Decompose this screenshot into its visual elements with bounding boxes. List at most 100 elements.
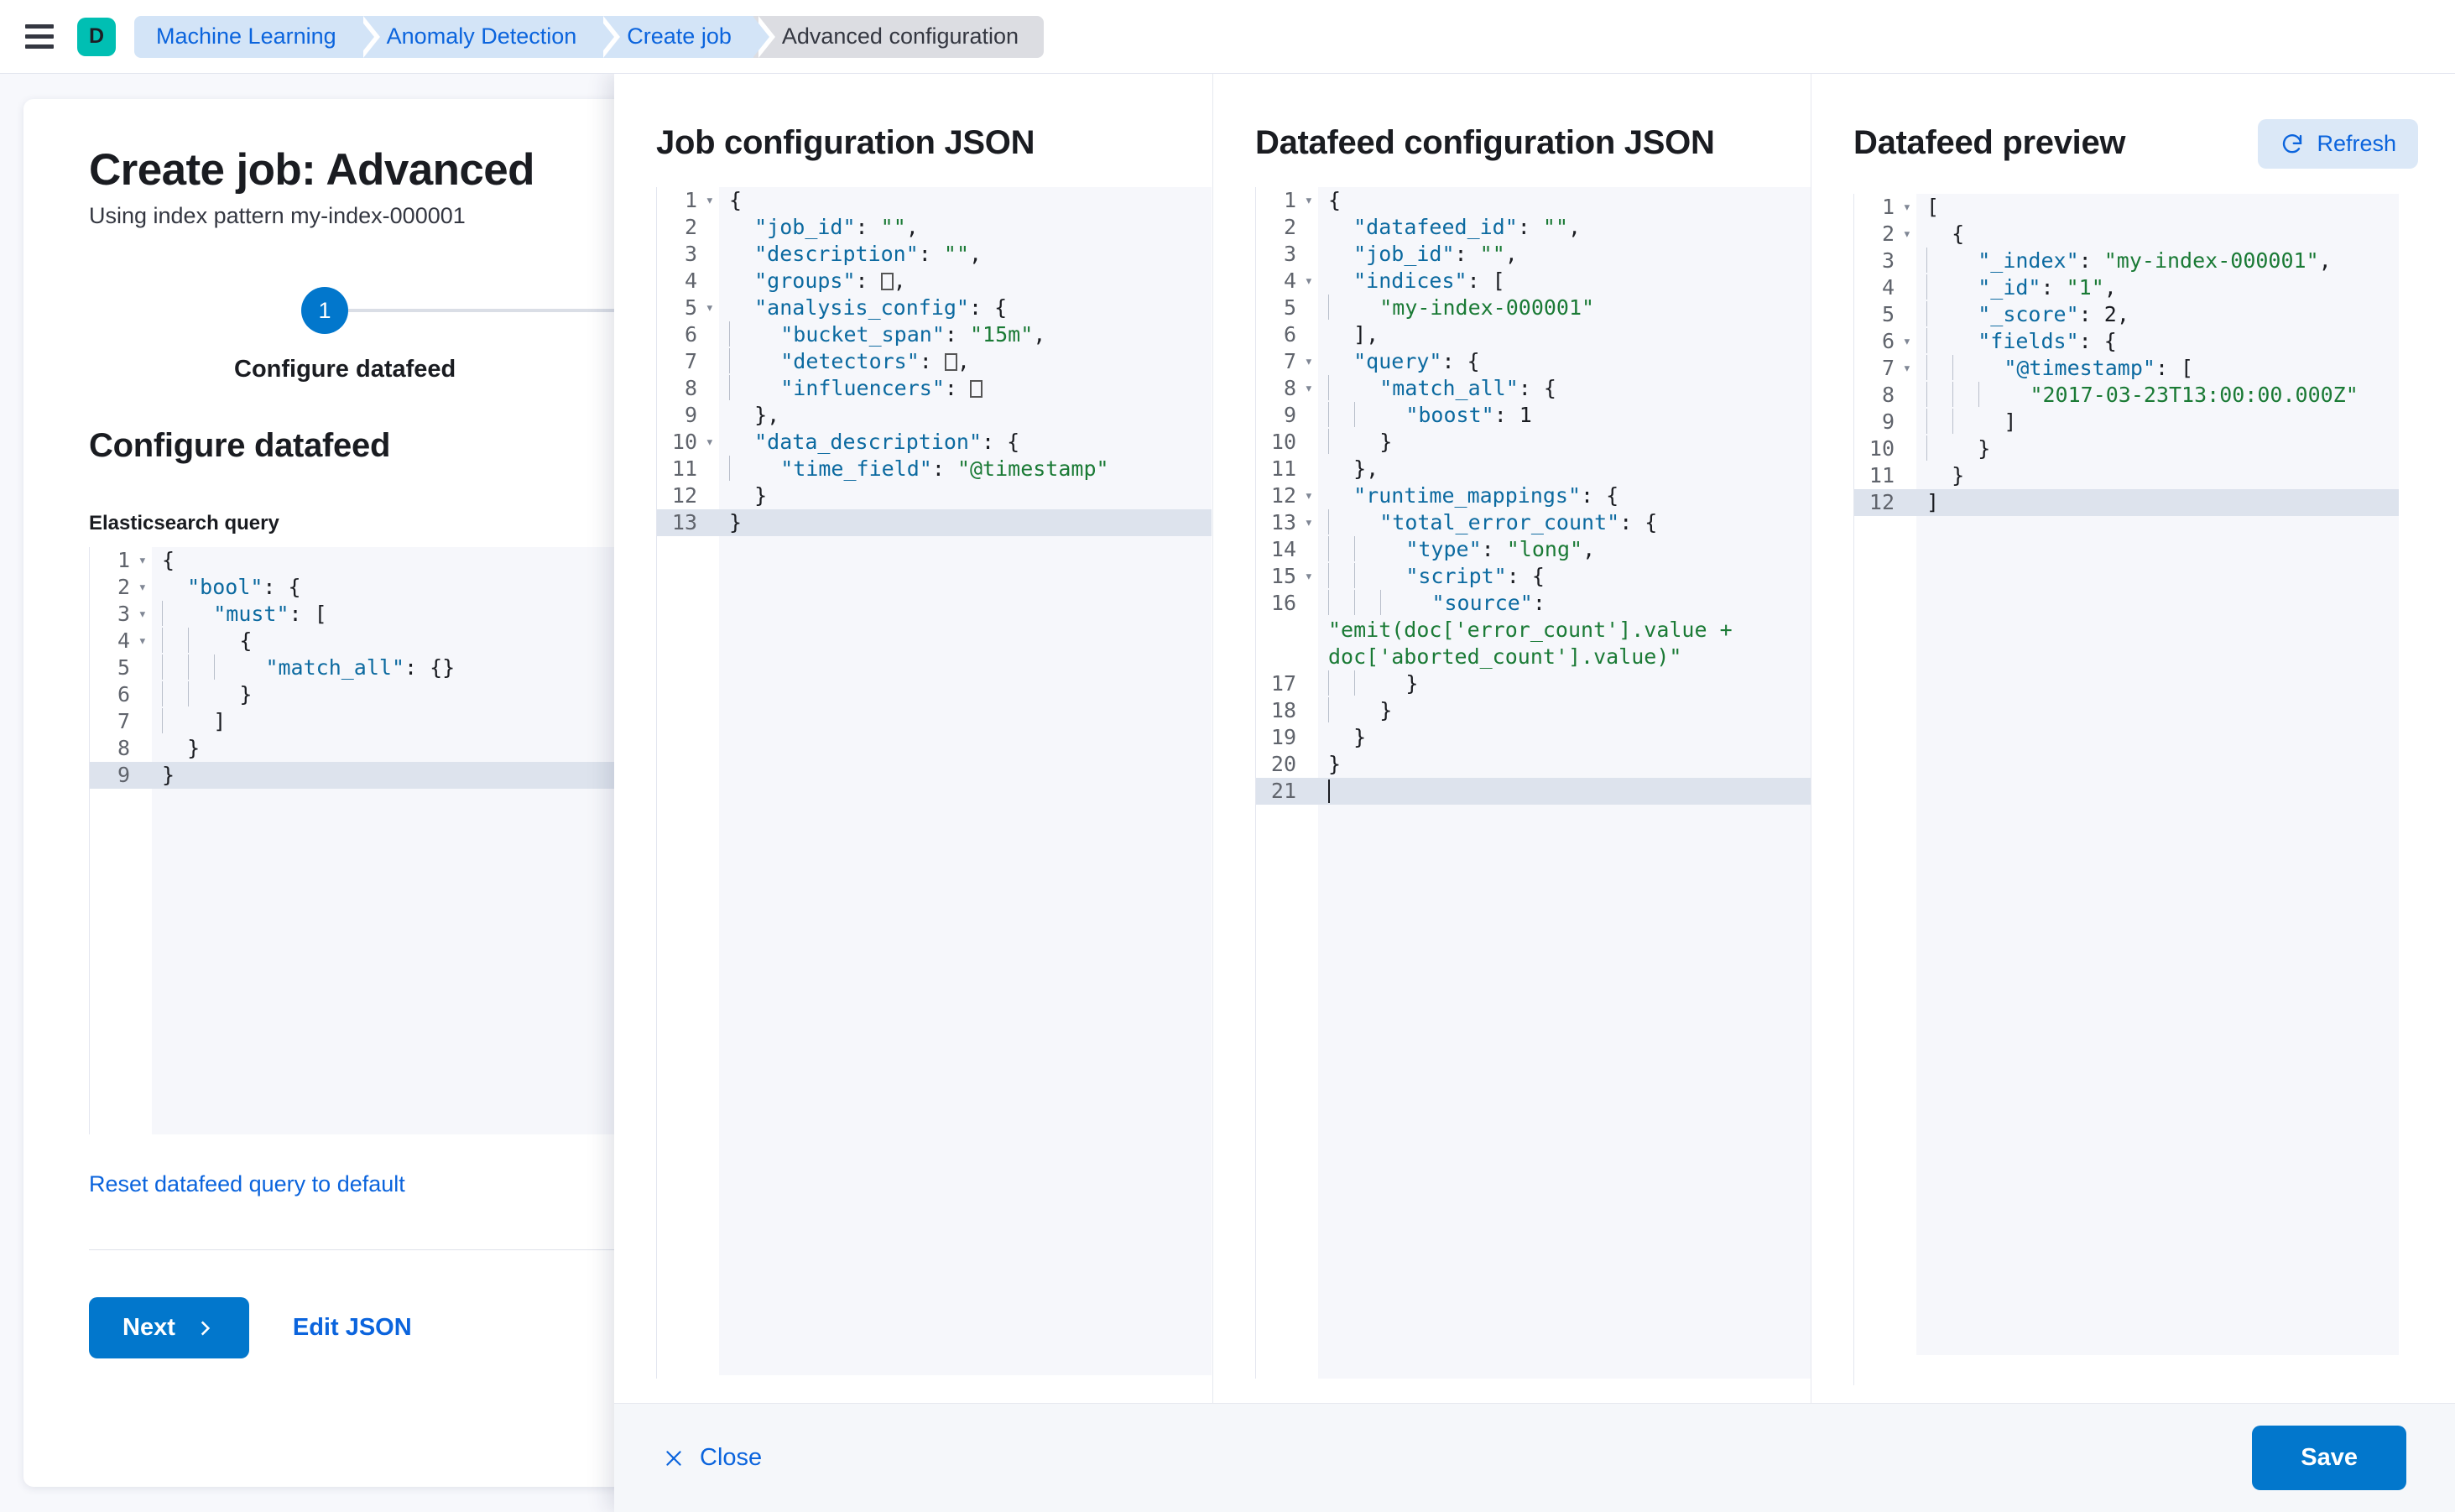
code-line[interactable]: 3 "job_id": "",	[1256, 241, 1811, 268]
indent-guide	[1328, 509, 1329, 534]
code-line[interactable]: 2 "job_id": "",	[657, 214, 1212, 241]
code-line[interactable]: 7▾ "@timestamp": [	[1854, 355, 2399, 382]
code-line[interactable]: 8▾ "match_all": {	[1256, 375, 1811, 402]
code-line[interactable]: 19 }	[1256, 724, 1811, 751]
indent-guide	[188, 654, 190, 680]
code-line[interactable]: 17 }	[1256, 670, 1811, 697]
line-number: 2	[657, 214, 719, 241]
save-button[interactable]: Save	[2252, 1426, 2406, 1490]
fold-arrow-icon[interactable]: ▾	[1902, 226, 1911, 242]
indent-guide	[162, 601, 163, 626]
code-line[interactable]: 2▾ {	[1854, 221, 2399, 248]
fold-arrow-icon[interactable]: ▾	[1304, 353, 1313, 370]
code-text: "runtime_mappings": {	[1318, 482, 1811, 509]
code-line[interactable]: 9 },	[657, 402, 1212, 429]
code-line[interactable]: 13▾ "total_error_count": {	[1256, 509, 1811, 536]
code-line[interactable]: 5▾ "analysis_config": {	[657, 295, 1212, 321]
workspace-logo-badge[interactable]: D	[77, 17, 116, 56]
code-line[interactable]: 21	[1256, 778, 1811, 805]
code-line[interactable]: 8 "2017-03-23T13:00:00.000Z"	[1854, 382, 2399, 409]
close-button[interactable]: Close	[663, 1444, 762, 1472]
close-button-label: Close	[700, 1444, 763, 1471]
line-number: 1▾	[1256, 187, 1318, 214]
code-line[interactable]: 3 "description": "",	[657, 241, 1212, 268]
code-text: "job_id": "",	[719, 214, 1212, 241]
datafeed-configuration-editor[interactable]: 1▾{2 "datafeed_id": "",3 "job_id": "",4▾…	[1255, 187, 1811, 1379]
fold-arrow-icon[interactable]: ▾	[1304, 487, 1313, 504]
datafeed-preview-editor[interactable]: 1▾[2▾ {3 "_index": "my-index-000001",4 "…	[1853, 194, 2399, 1385]
code-line[interactable]: 11 },	[1256, 456, 1811, 482]
reset-datafeed-query-link[interactable]: Reset datafeed query to default	[89, 1171, 405, 1197]
fold-arrow-icon[interactable]: ▾	[138, 633, 147, 649]
code-line[interactable]: 5 "_score": 2,	[1854, 301, 2399, 328]
code-line[interactable]: 9 "boost": 1	[1256, 402, 1811, 429]
code-line[interactable]: 4▾ "indices": [	[1256, 268, 1811, 295]
code-line[interactable]: 6 "bucket_span": "15m",	[657, 321, 1212, 348]
code-line[interactable]: 8 "influencers":	[657, 375, 1212, 402]
refresh-button-label: Refresh	[2317, 131, 2396, 156]
code-line[interactable]: 11 "time_field": "@timestamp"	[657, 456, 1212, 482]
code-line[interactable]: 12▾ "runtime_mappings": {	[1256, 482, 1811, 509]
breadcrumb-item[interactable]: Anomaly Detection	[357, 15, 620, 58]
footer-divider	[89, 1249, 948, 1250]
breadcrumb-item[interactable]: Create job	[598, 15, 775, 58]
code-line[interactable]: 13}	[657, 509, 1212, 536]
chevron-right-icon	[201, 1320, 211, 1336]
fold-arrow-icon[interactable]: ▾	[1902, 333, 1911, 350]
line-number: 1▾	[90, 547, 152, 574]
code-line[interactable]: 14 "type": "long",	[1256, 536, 1811, 563]
code-line[interactable]: 2 "datafeed_id": "",	[1256, 214, 1811, 241]
code-line[interactable]: 12 }	[657, 482, 1212, 509]
code-line[interactable]: 20}	[1256, 751, 1811, 778]
next-button[interactable]: Next	[89, 1297, 249, 1358]
line-number: 4	[1854, 274, 1916, 301]
code-line[interactable]: 15▾ "script": {	[1256, 563, 1811, 590]
fold-arrow-icon[interactable]: ▾	[705, 300, 714, 316]
code-line[interactable]: 4 "_id": "1",	[1854, 274, 2399, 301]
code-line[interactable]: 10▾ "data_description": {	[657, 429, 1212, 456]
datafeed-preview-title: Datafeed preview	[1853, 124, 2126, 161]
fold-arrow-icon[interactable]: ▾	[1902, 199, 1911, 216]
fold-arrow-icon[interactable]: ▾	[1304, 568, 1313, 585]
code-line[interactable]: 1▾{	[1256, 187, 1811, 214]
code-line[interactable]: 1▾{	[657, 187, 1212, 214]
code-line[interactable]: 4 "groups": ,	[657, 268, 1212, 295]
code-text: "query": {	[1318, 348, 1811, 375]
refresh-button[interactable]: Refresh	[2258, 119, 2418, 169]
code-line[interactable]: 3 "_index": "my-index-000001",	[1854, 248, 2399, 274]
code-line[interactable]: 11 }	[1854, 462, 2399, 489]
code-line[interactable]: 1▾[	[1854, 194, 2399, 221]
fold-arrow-icon[interactable]: ▾	[1304, 380, 1313, 397]
code-line[interactable]: 7▾ "query": {	[1256, 348, 1811, 375]
fold-arrow-icon[interactable]: ▾	[1304, 273, 1313, 289]
code-text: },	[719, 402, 1212, 429]
step-indicator-1[interactable]: 1	[301, 287, 348, 334]
code-line[interactable]: 10 }	[1854, 435, 2399, 462]
code-text: "datafeed_id": "",	[1318, 214, 1811, 241]
indent-guide	[188, 628, 190, 653]
code-line[interactable]: 6 ],	[1256, 321, 1811, 348]
fold-arrow-icon[interactable]: ▾	[138, 552, 147, 569]
code-line[interactable]: 16 "source": "emit(doc['error_count'].va…	[1256, 590, 1811, 670]
code-line[interactable]: 18 }	[1256, 697, 1811, 724]
code-line[interactable]: 10 }	[1256, 429, 1811, 456]
fold-arrow-icon[interactable]: ▾	[138, 606, 147, 623]
code-line[interactable]: 12]	[1854, 489, 2399, 516]
code-line[interactable]: 5 "my-index-000001"	[1256, 295, 1811, 321]
code-text: "2017-03-23T13:00:00.000Z"	[1916, 382, 2399, 409]
fold-arrow-icon[interactable]: ▾	[705, 192, 714, 209]
fold-arrow-icon[interactable]: ▾	[1304, 192, 1313, 209]
line-number: 2▾	[1854, 221, 1916, 248]
code-text: }	[719, 509, 1212, 536]
code-line[interactable]: 6▾ "fields": {	[1854, 328, 2399, 355]
code-line[interactable]: 9 ]	[1854, 409, 2399, 435]
edit-json-link[interactable]: Edit JSON	[292, 1314, 412, 1341]
code-line[interactable]: 7 "detectors": ,	[657, 348, 1212, 375]
fold-arrow-icon[interactable]: ▾	[138, 579, 147, 596]
fold-arrow-icon[interactable]: ▾	[705, 434, 714, 451]
hamburger-menu-icon[interactable]	[25, 20, 59, 54]
fold-arrow-icon[interactable]: ▾	[1902, 360, 1911, 377]
job-configuration-editor[interactable]: 1▾{2 "job_id": "",3 "description": "",4 …	[656, 187, 1212, 1379]
breadcrumb-item[interactable]: Machine Learning	[134, 15, 380, 58]
fold-arrow-icon[interactable]: ▾	[1304, 514, 1313, 531]
